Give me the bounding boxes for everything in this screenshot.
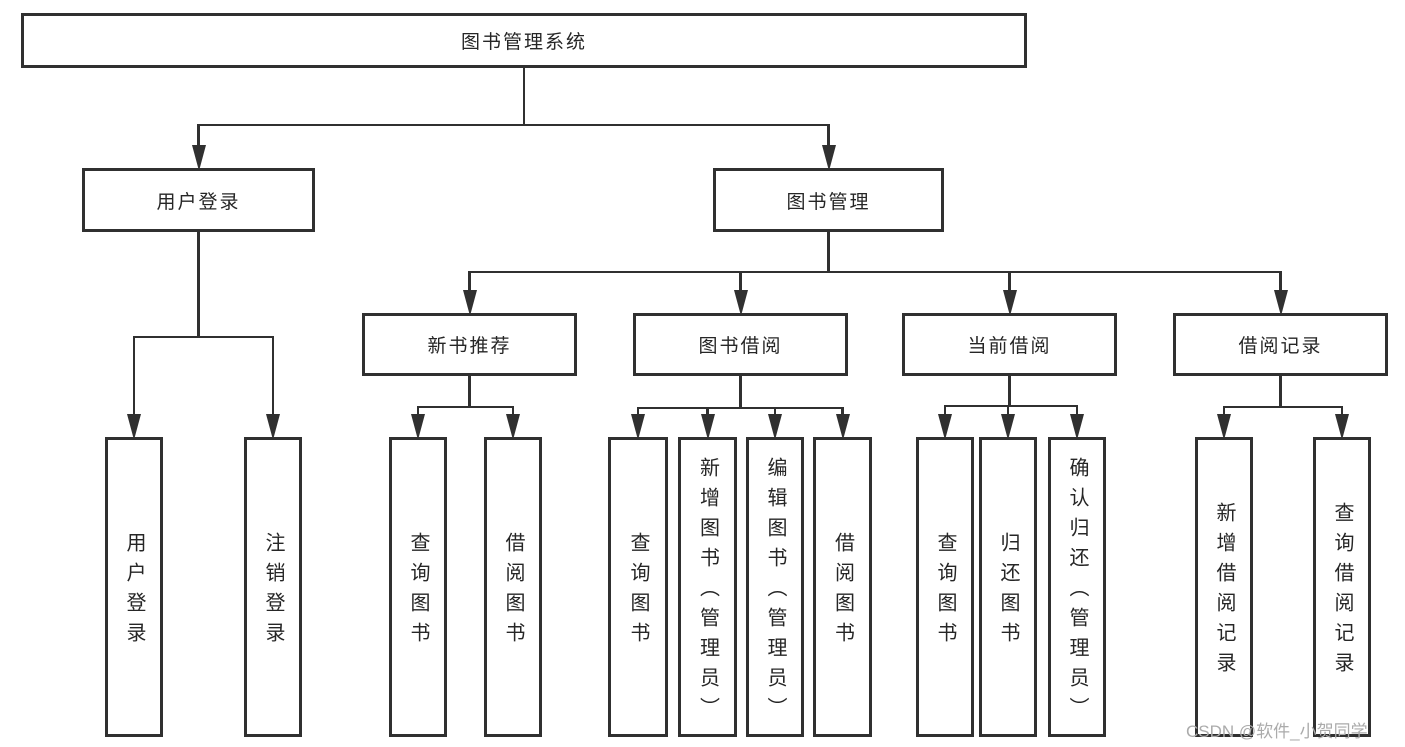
arrow-down-icon [191, 145, 206, 171]
node-label: 用户登录 [123, 532, 145, 652]
connector-line [468, 375, 471, 409]
arrow-down-icon [127, 414, 141, 440]
node-user-login: 用户登录 [82, 168, 315, 232]
connector-line [132, 337, 136, 421]
arrow-down-icon [1335, 414, 1349, 440]
connector-line [739, 375, 742, 410]
node-leaf-logout: 注销登录 [244, 437, 302, 737]
arrow-down-icon [1070, 414, 1084, 440]
connector-line [1008, 272, 1011, 297]
arrow-down-icon [821, 145, 836, 171]
csdn-watermark: CSDN @软件_小贺同学 [1186, 722, 1368, 741]
node-leaf-br-query: 查询借阅记录 [1313, 437, 1371, 737]
arrow-down-icon [631, 414, 645, 440]
connector-line [132, 335, 275, 339]
node-label: 当前借阅 [967, 336, 1052, 357]
connector-line [943, 406, 947, 421]
arrow-down-icon [768, 414, 782, 440]
node-label: 借阅图书 [831, 532, 854, 652]
node-leaf-bb-query: 查询图书 [608, 437, 668, 737]
connector-line [739, 272, 742, 297]
node-book-mgmt: 图书管理 [713, 168, 944, 232]
node-leaf-cb-confirm: 确认归还（管理员） [1048, 437, 1106, 737]
node-label: 确认归还（管理员） [1066, 457, 1088, 727]
connector-line [636, 406, 844, 410]
connector-line [416, 405, 515, 409]
node-label: 图书管理 [786, 191, 871, 213]
node-label: 查询借阅记录 [1331, 502, 1353, 682]
arrow-down-icon [938, 414, 952, 440]
connector-line [1008, 375, 1011, 408]
arrow-down-icon [835, 414, 850, 440]
connector-line [1279, 375, 1282, 409]
node-label: 图书管理系统 [460, 32, 587, 53]
node-new-book-rec: 新书推荐 [362, 313, 577, 376]
node-leaf-bb-add: 新增图书（管理员） [678, 437, 737, 737]
connector-line [1279, 272, 1282, 297]
arrow-down-icon [1001, 414, 1015, 440]
node-current-borrow: 当前借阅 [902, 313, 1117, 376]
node-label: 图书借阅 [698, 336, 783, 357]
connector-line [197, 123, 830, 127]
connector-line [271, 337, 275, 421]
connector-line [1075, 406, 1079, 421]
node-leaf-bb-borrow: 借阅图书 [813, 437, 872, 737]
connector-line [468, 270, 1282, 274]
node-label: 编辑图书（管理员） [764, 457, 786, 727]
node-label: 归还图书 [997, 532, 1019, 652]
node-leaf-nb-query: 查询图书 [389, 437, 447, 737]
node-label: 借阅图书 [502, 532, 524, 652]
node-label: 新增借阅记录 [1213, 502, 1235, 682]
node-leaf-nb-borrow: 借阅图书 [484, 437, 542, 737]
node-leaf-cb-return: 归还图书 [979, 437, 1037, 737]
connector-line [827, 125, 830, 152]
connector-line [468, 272, 471, 297]
node-leaf-cb-query: 查询图书 [916, 437, 974, 737]
node-borrow-record: 借阅记录 [1173, 313, 1388, 376]
arrow-down-icon [733, 290, 748, 316]
connector-line [197, 125, 200, 152]
arrow-down-icon [266, 414, 280, 440]
connector-line [197, 231, 200, 339]
arrow-down-icon [462, 290, 477, 316]
arrow-down-icon [506, 414, 520, 440]
arrow-down-icon [1273, 290, 1288, 316]
node-label: 新书推荐 [427, 336, 512, 357]
arrow-down-icon [700, 414, 715, 440]
connector-line [943, 404, 1079, 408]
arrow-down-icon [411, 414, 425, 440]
arrow-down-icon [1002, 290, 1017, 316]
node-leaf-br-add: 新增借阅记录 [1195, 437, 1253, 737]
node-leaf-bb-edit: 编辑图书（管理员） [746, 437, 804, 737]
node-book-borrow: 图书借阅 [633, 313, 848, 376]
connector-line [1006, 406, 1010, 421]
connector-line [827, 231, 830, 274]
node-label: 查询图书 [627, 532, 649, 652]
node-label: 用户登录 [156, 191, 241, 213]
node-label: 借阅记录 [1238, 336, 1323, 357]
node-label: 新增图书（管理员） [696, 457, 719, 727]
arrow-down-icon [1217, 414, 1231, 440]
connector-line [1222, 405, 1344, 409]
node-label: 注销登录 [262, 532, 284, 652]
node-label: 查询图书 [407, 532, 429, 652]
connector-line [522, 67, 526, 127]
node-leaf-user-login: 用户登录 [105, 437, 163, 737]
node-root: 图书管理系统 [21, 13, 1027, 68]
node-label: 查询图书 [934, 532, 956, 652]
